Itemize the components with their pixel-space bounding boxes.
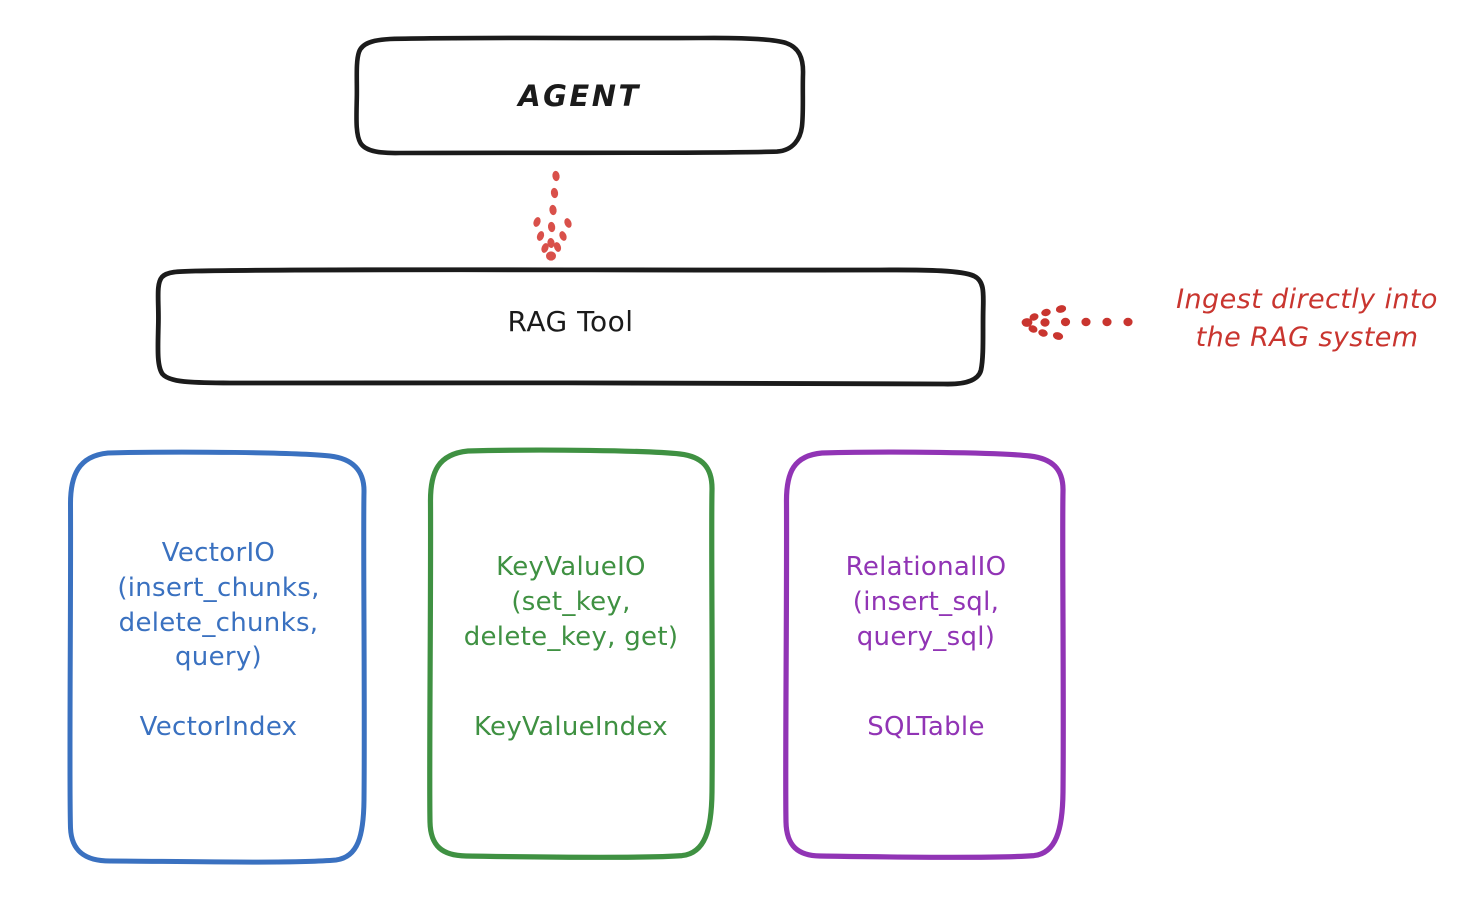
- keyvalue-io-node[interactable]: [427, 447, 715, 860]
- rag-tool-node[interactable]: [155, 267, 986, 387]
- connector-ingest-note-to-rag-tool: [1021, 305, 1133, 340]
- agent-node[interactable]: [354, 35, 806, 156]
- relational-io-node[interactable]: [783, 449, 1066, 860]
- keyvalue-io-box-outline: [427, 447, 715, 860]
- vector-io-box-outline: [67, 449, 367, 865]
- vector-io-node[interactable]: [67, 449, 367, 865]
- agent-box-outline: [354, 35, 806, 156]
- connector-agent-to-rag-tool: [533, 170, 572, 261]
- relational-io-box-outline: [783, 449, 1066, 860]
- rag-tool-box-outline: [155, 267, 986, 387]
